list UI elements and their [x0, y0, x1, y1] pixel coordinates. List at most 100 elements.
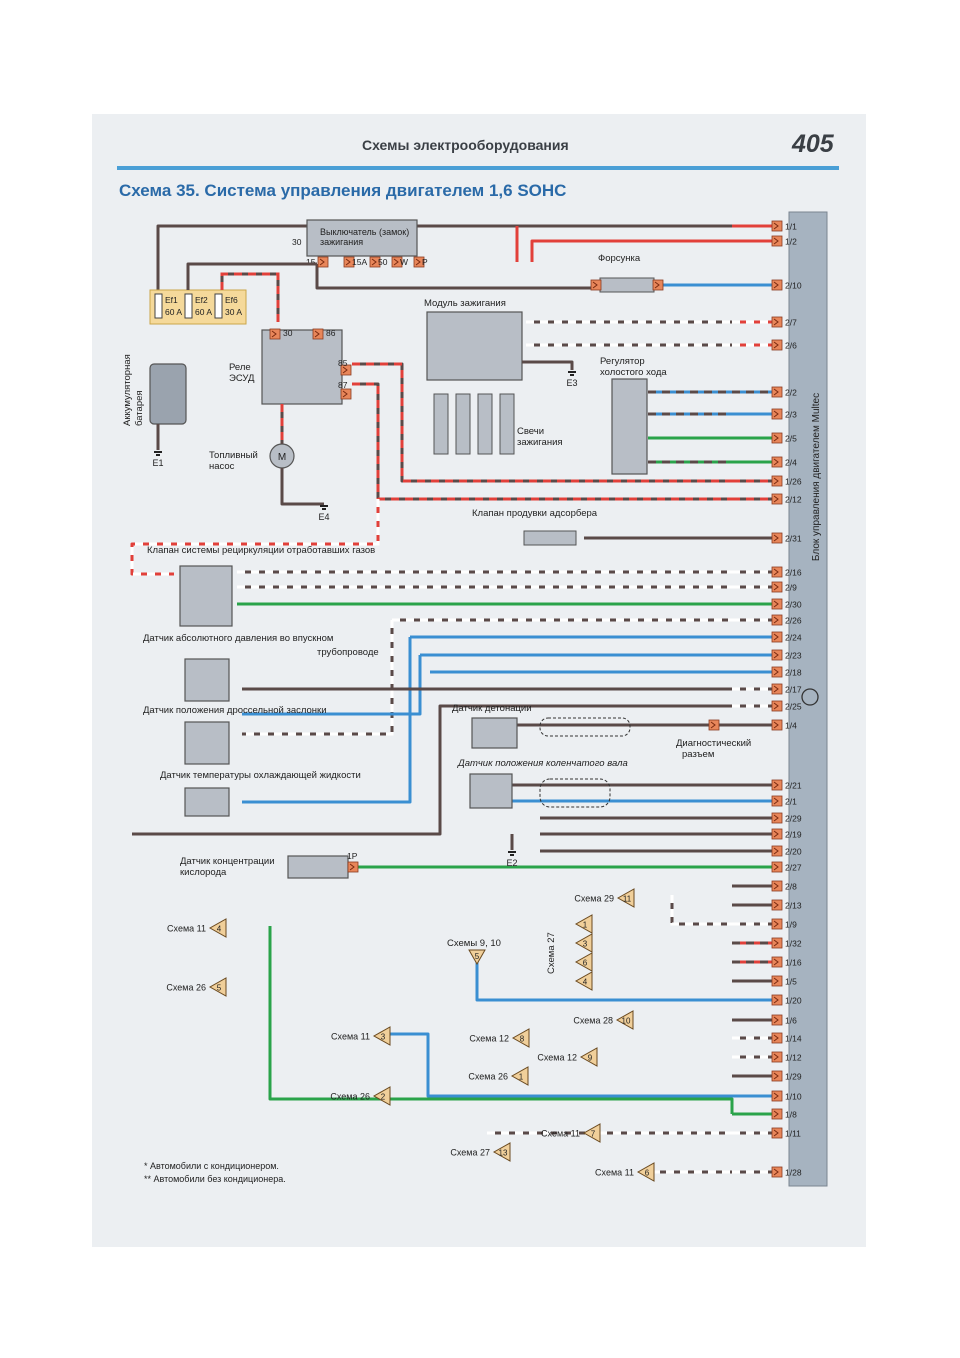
reference-10-label: Схема 27 — [450, 1148, 490, 1158]
ecu-pin-33 — [771, 975, 783, 987]
relay-pin-87-arrow — [342, 390, 348, 398]
wire-relay-2-12 — [352, 382, 732, 501]
ecu-pin-21 — [771, 719, 783, 731]
ign-pin-5 — [413, 256, 425, 268]
ect-sensor — [184, 787, 230, 817]
map-sensor-label-1: Датчик абсолютного давления во впускном — [143, 633, 333, 644]
ecu-pin-label-19: 2/17 — [785, 685, 802, 695]
ignition-module — [426, 311, 523, 381]
ecu-pin-42-arrow — [773, 1168, 779, 1176]
wire-scheme11-3 — [388, 1032, 732, 1098]
ecu-pin-label-9: 1/26 — [785, 477, 802, 487]
reference-6-label: Схема 12 — [469, 1034, 509, 1044]
ecu-pin-23-arrow — [773, 797, 779, 805]
ecu-pin-label-14: 2/30 — [785, 600, 802, 610]
o2-sensor-label-1: Датчик концентрации — [180, 856, 275, 867]
ckp-sensor-label: Датчик положения коленчатого вала — [457, 758, 628, 769]
ecu-pin-3-arrow — [773, 318, 779, 326]
reference-3-marker — [372, 1086, 391, 1106]
ign-pin-4-arrow — [393, 258, 399, 266]
schemes-9-10-label: Схемы 9, 10 — [447, 938, 501, 949]
section-title: Схемы электрооборудования — [362, 137, 569, 153]
diag-connector-pin — [708, 719, 720, 731]
ecu-pin-8 — [771, 456, 783, 468]
scheme-27-ref-0-num: 1 — [583, 921, 588, 930]
idle-regulator-label-1: Регулятор — [600, 356, 645, 367]
ecu-pin-3 — [771, 316, 783, 328]
ecu-pin-label-21: 1/4 — [785, 721, 797, 731]
ecu-pin-label-41: 1/11 — [785, 1129, 801, 1139]
ecu-pin-label-29: 2/13 — [785, 901, 802, 911]
reference-8-label: Схема 26 — [468, 1072, 508, 1082]
wire-tps-c — [242, 655, 422, 716]
ign-pin-label-2: 15A — [352, 257, 367, 267]
relay-pin-86-label: 86 — [326, 328, 336, 338]
tps-label: Датчик положения дроссельной заслонки — [143, 705, 327, 716]
injector-pin-1 — [590, 279, 602, 291]
ecu-pin-38-arrow — [773, 1072, 779, 1080]
relay-pin-87-label: 87 — [338, 380, 348, 390]
reference-6-marker — [511, 1028, 530, 1048]
ign-pin-1-arrow — [319, 258, 325, 266]
injector-pin-1-arrow — [592, 281, 598, 289]
ecu-pin-10-arrow — [773, 495, 779, 503]
scheme-27-label: Схема 27 — [546, 932, 557, 974]
fuse-2 — [214, 293, 223, 319]
injector-pin-2-arrow — [654, 281, 660, 289]
wire-scheme29 — [670, 895, 732, 926]
reference-4-num: 11 — [623, 895, 632, 904]
knock-shield — [539, 717, 631, 737]
egr-valve — [179, 565, 233, 627]
ecu-pin-19 — [771, 683, 783, 695]
relay-label-2: ЭСУД — [229, 373, 255, 384]
ecu-pin-label-3: 2/7 — [785, 318, 797, 328]
ecu-pin-24 — [771, 812, 783, 824]
fuel-pump-motor-letter: M — [278, 452, 286, 463]
reference-9-marker — [582, 1123, 601, 1143]
o2-sensor-pin-label: 1P — [347, 851, 358, 861]
ecu-pin-9 — [771, 475, 783, 487]
ecu-pin-19-arrow — [773, 685, 779, 693]
diag-connector-label-2: разъем — [682, 749, 714, 760]
relay-pin-30-label: 30 — [283, 328, 293, 338]
relay-pin-86 — [312, 328, 324, 340]
ecu-pin-25-arrow — [773, 830, 779, 838]
ecu-pin-33-arrow — [773, 977, 779, 985]
ecu-pin-15 — [771, 614, 783, 626]
scheme-27-ref-2-marker — [574, 952, 593, 972]
ignition-switch-label-1: Выключатель (замок) — [320, 227, 409, 237]
spark-plugs-label-1: Свечи — [517, 426, 544, 437]
ecu-pin-41-arrow — [773, 1129, 779, 1137]
ign-pin-label-0: 30 — [292, 237, 302, 247]
ecu-pin-label-35: 1/6 — [785, 1016, 797, 1026]
ecu-pin-25 — [771, 828, 783, 840]
canister-valve — [523, 530, 577, 546]
diagram-title: Схема 35. Система управления двигателем … — [119, 181, 567, 200]
reference-11-label: Схема 11 — [595, 1168, 634, 1178]
ecu-pin-10 — [771, 493, 783, 505]
ecu-pin-35 — [771, 1014, 783, 1026]
spark-plug-1 — [455, 393, 471, 455]
injector-pin-2 — [652, 279, 664, 291]
ecu-pin-16-arrow — [773, 633, 779, 641]
ecu-pin-37 — [771, 1051, 783, 1063]
ecu-pin-11 — [771, 532, 783, 544]
ecu-pin-36 — [771, 1032, 783, 1044]
ecu-label: Блок управления двигателем Multec — [811, 393, 822, 561]
ecu-pin-35-arrow — [773, 1016, 779, 1024]
wire-egr-feed — [130, 499, 380, 576]
scheme-27-ref-1-marker — [574, 933, 593, 953]
ecu-pin-39 — [771, 1090, 783, 1102]
ecu-pin-28 — [771, 880, 783, 892]
ecu-pin-label-12: 2/16 — [785, 568, 802, 578]
reference-7-label: Схема 12 — [537, 1053, 577, 1063]
spark-plugs-label-2: зажигания — [517, 437, 563, 448]
wire-scheme11-26 — [268, 926, 734, 1114]
diag-connector-label-1: Диагностический — [676, 738, 751, 749]
reference-11-num: 6 — [645, 1169, 650, 1178]
reference-2-num: 3 — [381, 1033, 386, 1042]
ground-e4-label: E4 — [318, 512, 329, 522]
reference-5-label: Схема 28 — [573, 1016, 613, 1026]
ecu-pin-label-11: 2/31 — [785, 534, 802, 544]
ground-e1-symbol — [154, 451, 162, 456]
